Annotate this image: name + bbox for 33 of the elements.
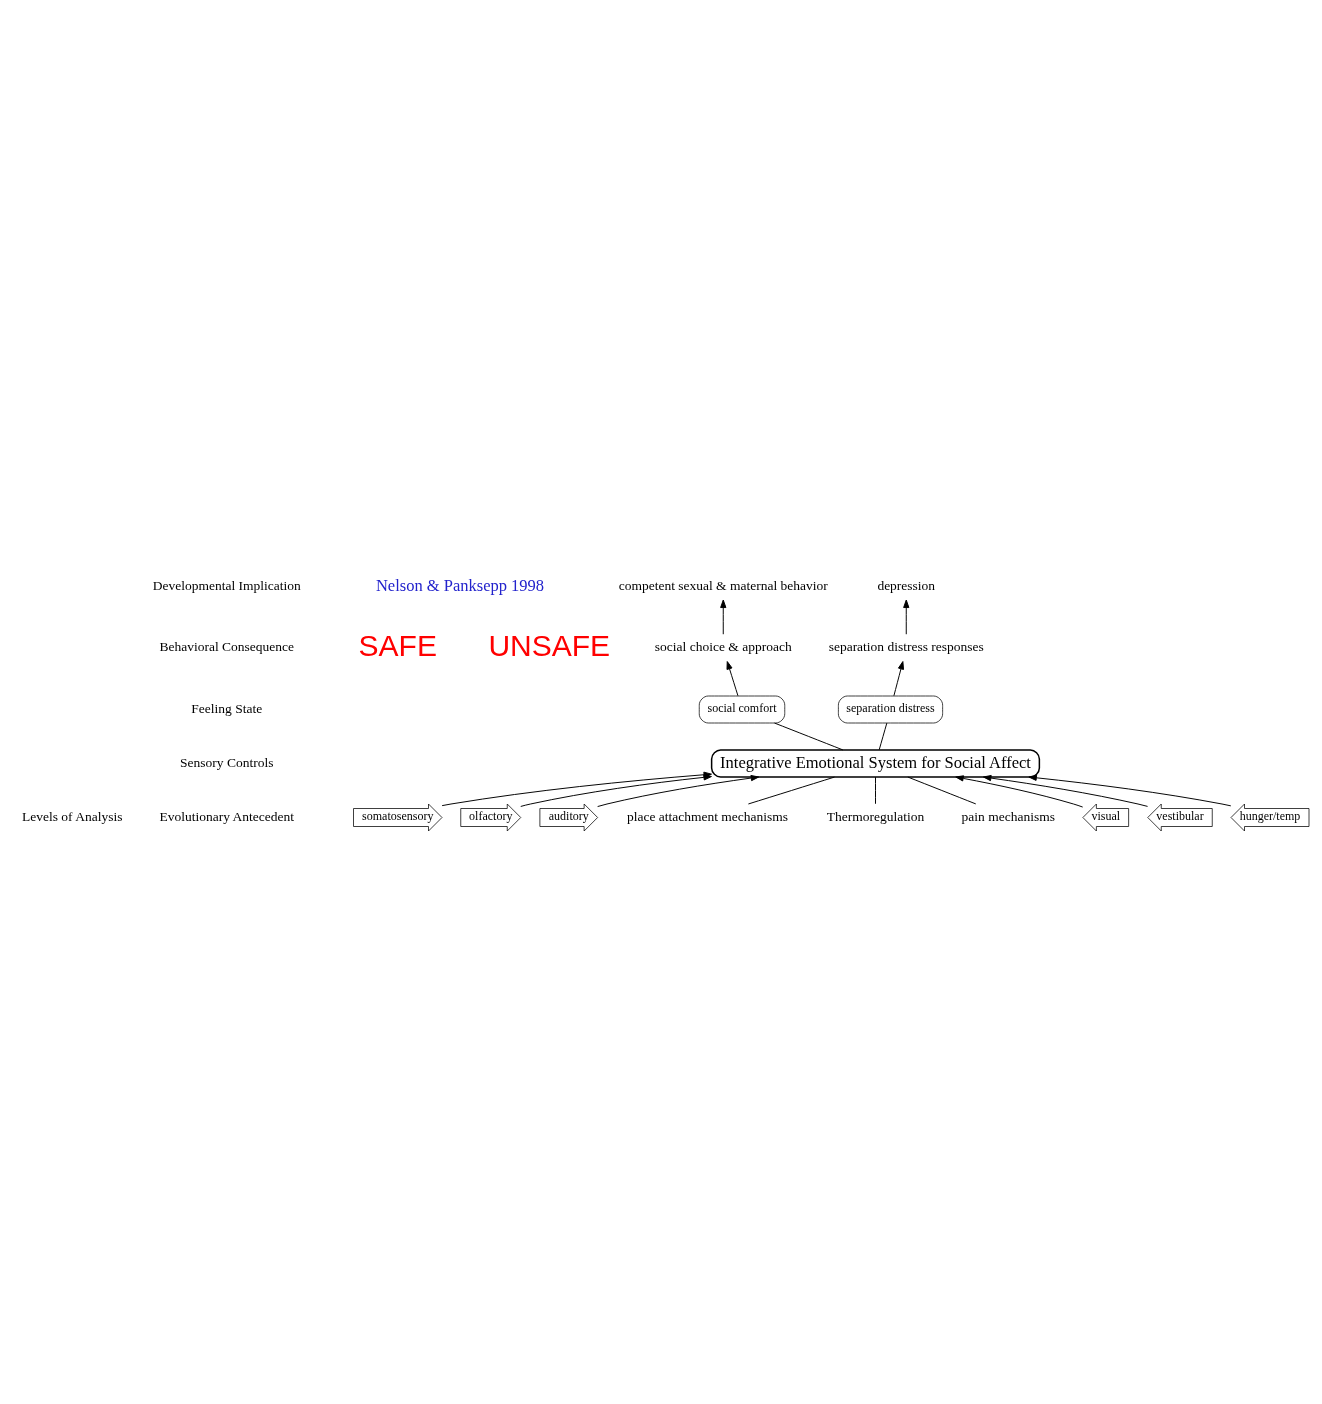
- connector: [875, 776, 876, 805]
- arrow: [893, 661, 904, 697]
- node-text: competent sexual & maternal behavior: [618, 577, 828, 593]
- connector: [747, 776, 835, 805]
- node-box: separation distress: [838, 695, 943, 724]
- arrow: [1028, 774, 1232, 807]
- arrow: [720, 599, 727, 635]
- arrow: [903, 599, 910, 635]
- node-text: social choice & approach: [654, 639, 792, 655]
- arrow: [982, 774, 1149, 807]
- label: UNSAFE: [488, 628, 611, 662]
- label: Levels of Analysis: [22, 808, 123, 824]
- node-text: depression: [877, 577, 936, 593]
- node-text: Thermoregulation: [826, 808, 925, 824]
- connector: [907, 776, 977, 805]
- label: Behavioral Consequence: [159, 639, 295, 655]
- arrow: [597, 774, 760, 808]
- connector: [878, 722, 888, 751]
- label: Evolutionary Antecedent: [159, 808, 295, 824]
- arrow: [726, 661, 739, 697]
- node-text: separation distress responses: [828, 639, 984, 655]
- node-text: pain mechanisms: [961, 808, 1055, 824]
- label: SAFE: [358, 628, 437, 662]
- node-text: place attachment mechanisms: [626, 808, 789, 824]
- node-box: Integrative Emotional System for Social Affect: [710, 749, 1041, 778]
- arrow: [955, 775, 1084, 808]
- connector: [774, 722, 844, 751]
- label: Nelson & Panksepp 1998: [375, 575, 545, 595]
- label: Developmental Implication: [152, 577, 301, 593]
- arrow: [520, 774, 712, 807]
- label: Feeling State: [191, 700, 263, 716]
- node-box: social comfort: [698, 695, 786, 724]
- label: Sensory Controls: [180, 754, 274, 770]
